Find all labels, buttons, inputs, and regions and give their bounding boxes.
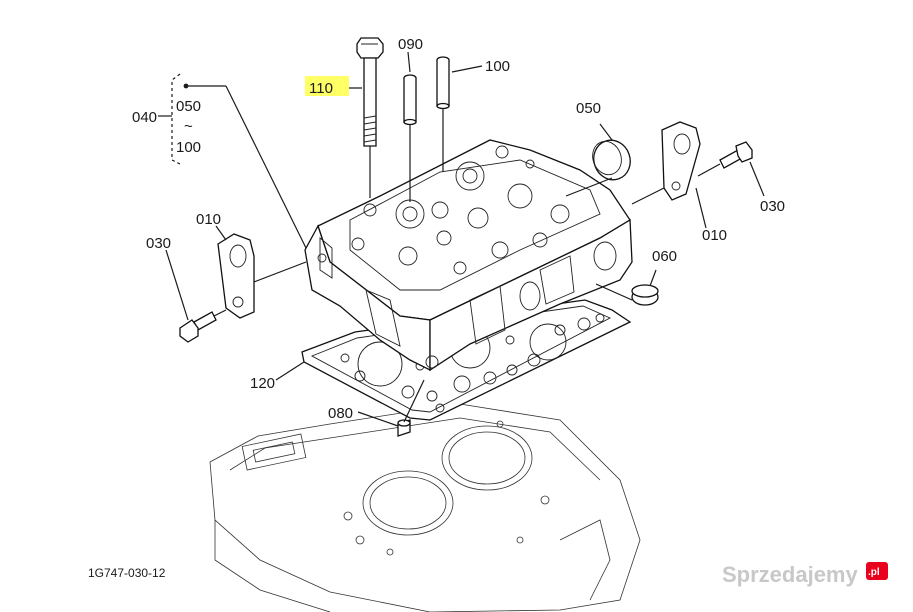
- head-bolt: [356, 37, 384, 198]
- watermark-brand: Sprzedajemy: [722, 562, 858, 587]
- label-100-range: 100: [176, 139, 201, 156]
- plug-cap-060: [595, 269, 659, 306]
- label-080: 080: [328, 405, 353, 422]
- watermark-badge: [866, 562, 888, 580]
- label-040: 040: [132, 109, 157, 126]
- label-100-top: 100: [485, 58, 510, 75]
- label-tilde: ~: [184, 118, 193, 135]
- label-050-range: 050: [176, 98, 201, 115]
- valve-guide-090: [403, 74, 417, 202]
- label-010-left: 010: [196, 211, 221, 228]
- highlight-110: [305, 76, 349, 96]
- lifting-hanger-left: [217, 233, 307, 319]
- label-110: 110: [309, 80, 333, 97]
- label-120: 120: [250, 375, 275, 392]
- watermark-logo: Sprzedajemy .pl: [722, 562, 888, 587]
- label-050-right: 050: [576, 100, 601, 117]
- dowel-pin-080: [397, 379, 425, 437]
- plug-cap-050: [565, 123, 631, 197]
- drawing-code: 1G747-030-12: [88, 566, 166, 580]
- watermark-tld: .pl: [868, 567, 880, 578]
- label-030-left: 030: [146, 235, 171, 252]
- valve-guide-100: [436, 56, 450, 172]
- hanger-bolt-right: [697, 141, 753, 177]
- label-030-right: 030: [760, 198, 785, 215]
- engine-block: [209, 403, 641, 612]
- lifting-hanger-right: [631, 121, 701, 205]
- leader-lines: [158, 51, 765, 427]
- cylinder-head: [304, 139, 633, 372]
- label-090: 090: [398, 36, 423, 53]
- label-060: 060: [652, 248, 677, 265]
- hanger-bolt-left: [179, 309, 227, 343]
- label-010-right: 010: [702, 227, 727, 244]
- range-bracket: [171, 73, 189, 165]
